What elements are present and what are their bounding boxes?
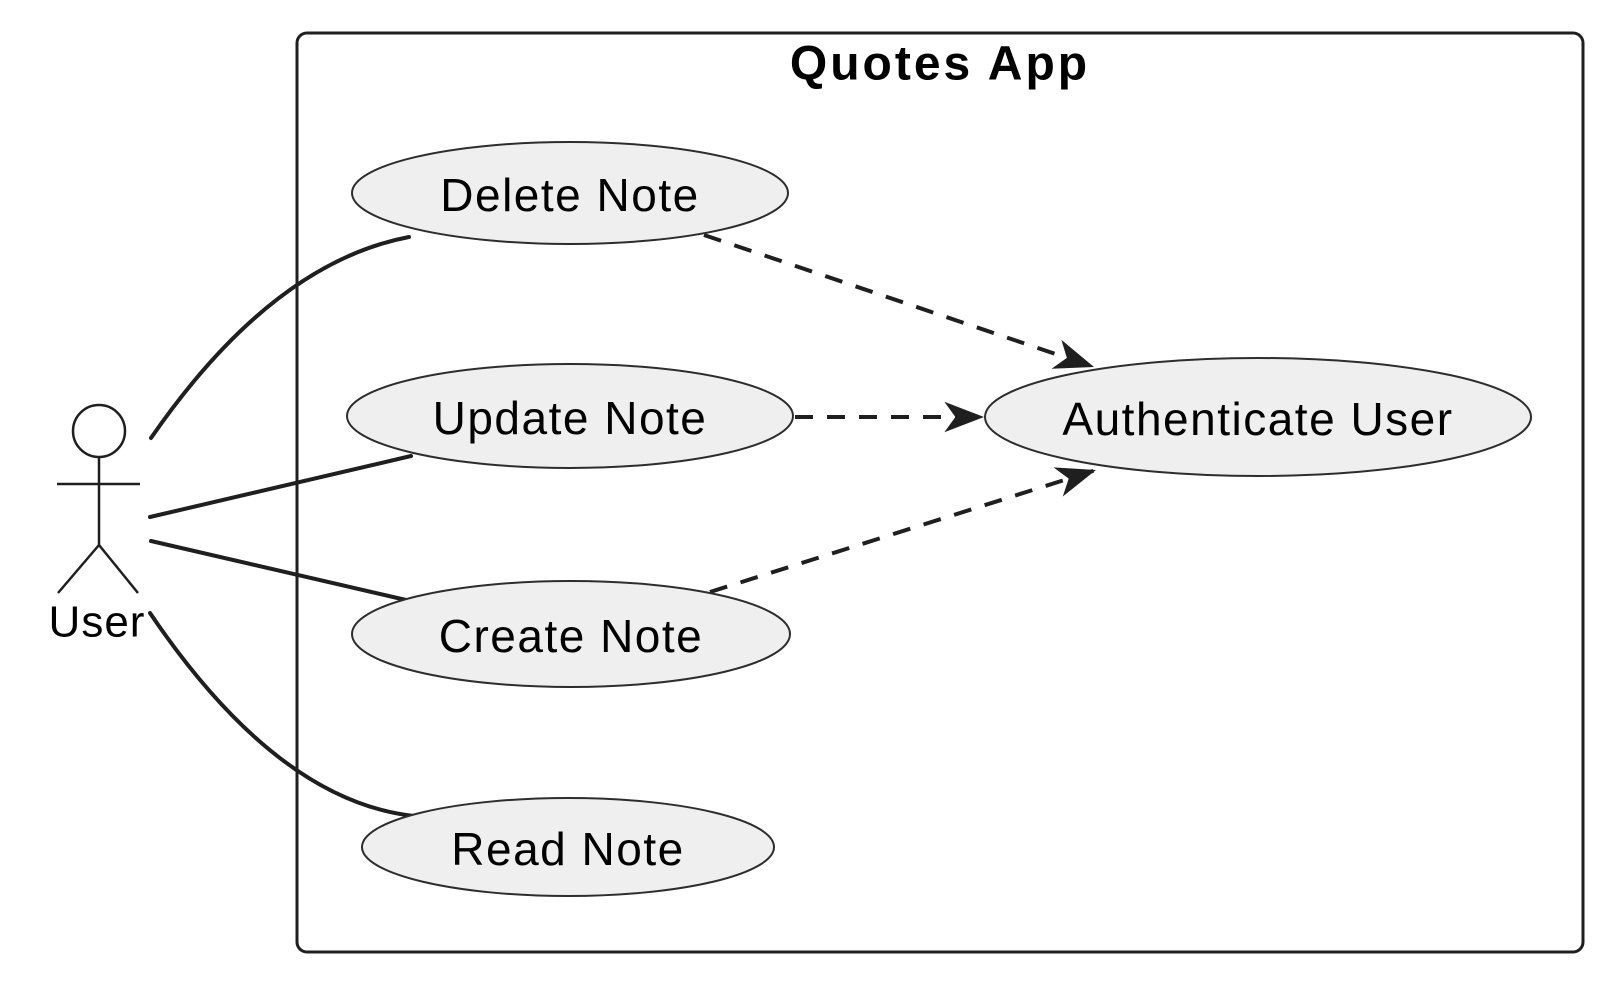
- actor-right-leg-icon: [98, 544, 139, 594]
- actor-left-leg-icon: [57, 544, 100, 594]
- usecase-delete-note-ellipse: [351, 141, 789, 245]
- usecase-authenticate-user-label: Authenticate User: [1062, 393, 1453, 445]
- actor-user: User: [49, 403, 146, 647]
- actor-head-icon: [71, 403, 127, 459]
- association-user-delete-note: [149, 235, 411, 440]
- usecase-read-note: Read Note: [361, 797, 775, 897]
- association-user-create-note: [149, 539, 408, 602]
- include-arrow-delete-auth: [703, 233, 1095, 369]
- usecase-read-note-ellipse: [361, 797, 775, 897]
- system-title: Quotes App: [790, 38, 1090, 91]
- usecase-create-note-label: Create Note: [439, 610, 704, 662]
- usecase-read-note-label: Read Note: [451, 823, 684, 875]
- system-boundary: [295, 31, 1585, 954]
- usecase-authenticate-user: Authenticate User: [984, 357, 1532, 477]
- usecase-update-note-ellipse: [346, 363, 794, 469]
- usecase-delete-note: Delete Note: [351, 141, 789, 245]
- association-user-read-note: [148, 611, 416, 818]
- association-user-update-note: [148, 454, 413, 519]
- usecase-authenticate-user-ellipse: [984, 357, 1532, 477]
- usecase-create-note-ellipse: [351, 580, 791, 688]
- usecase-update-note: Update Note: [346, 363, 794, 469]
- usecase-delete-note-label: Delete Note: [440, 169, 699, 221]
- actor-user-label: User: [49, 598, 146, 647]
- usecase-create-note: Create Note: [351, 580, 791, 688]
- usecase-update-note-label: Update Note: [433, 392, 708, 444]
- include-arrow-create-auth: [709, 467, 1097, 594]
